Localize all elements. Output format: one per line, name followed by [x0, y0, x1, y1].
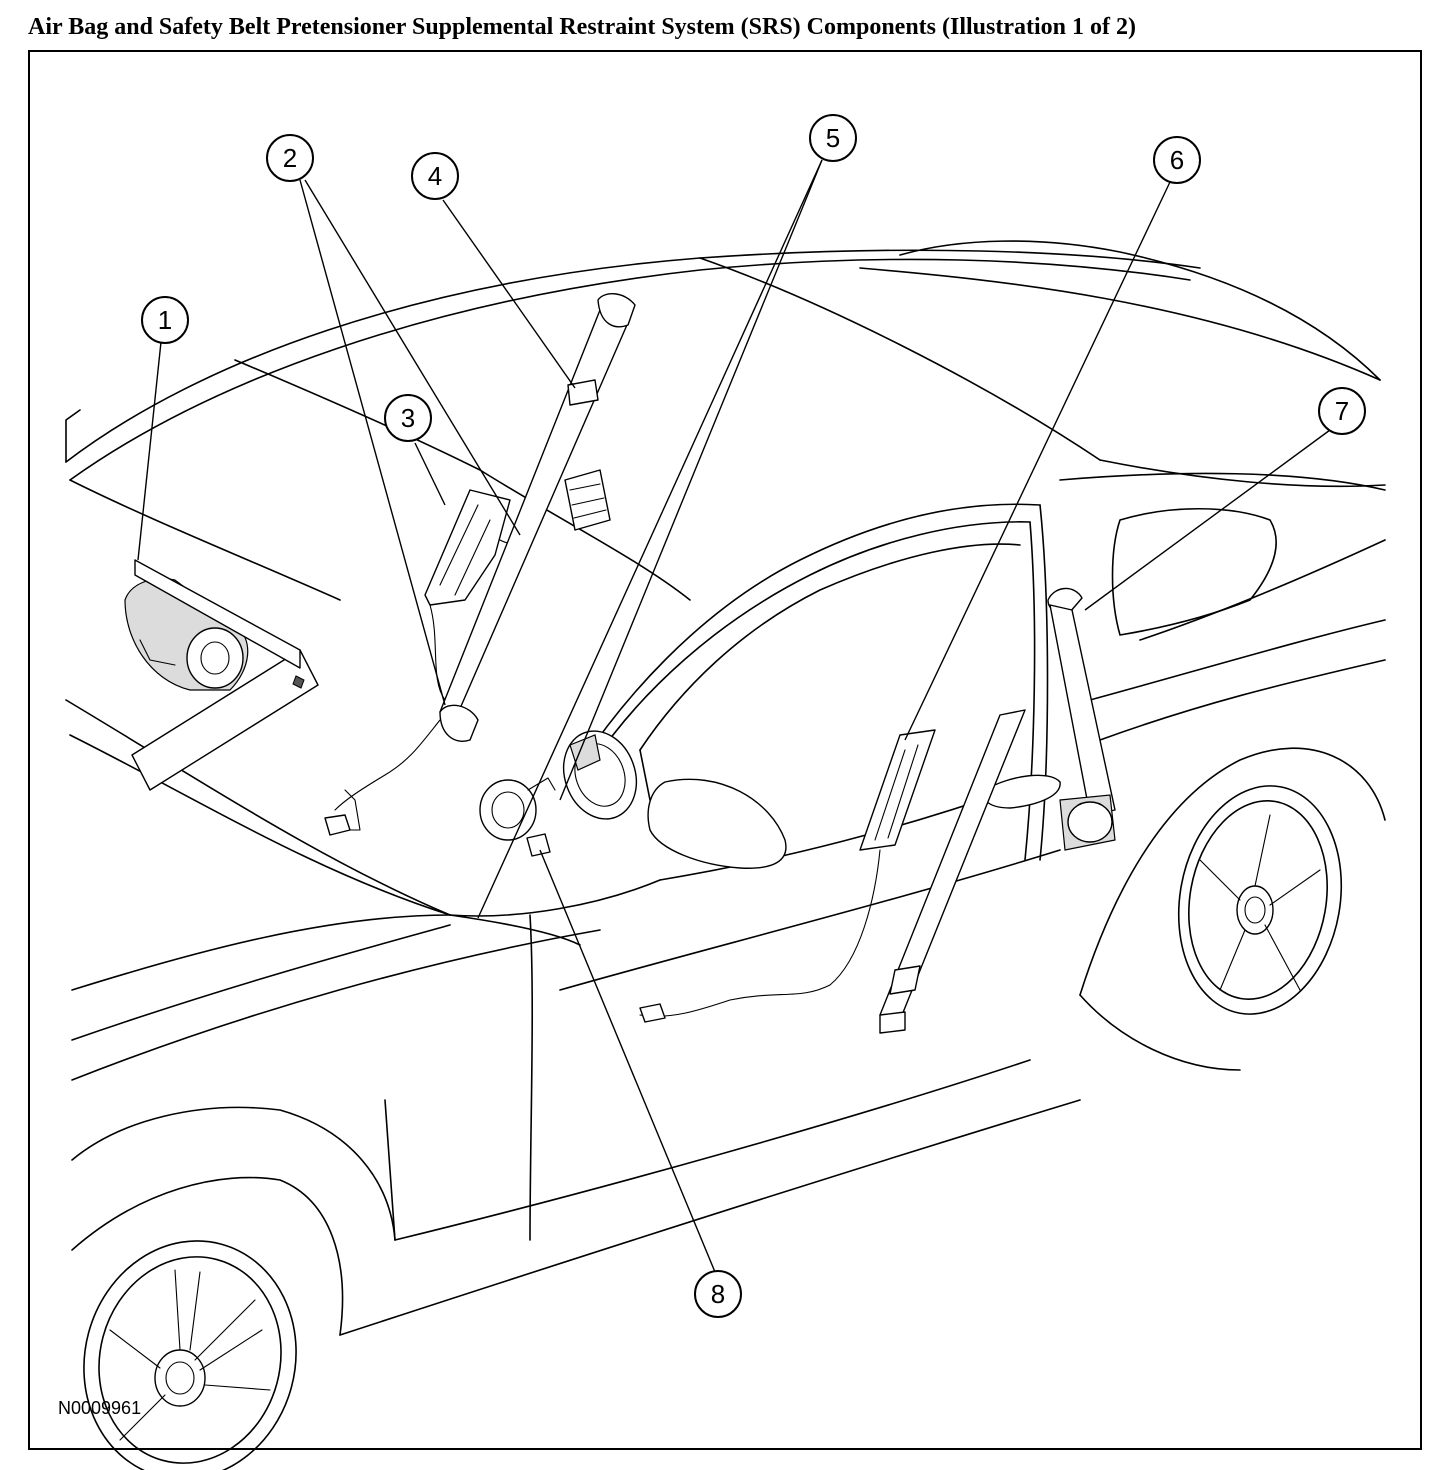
leader-lines: [137, 159, 1331, 1273]
callout-7: 7: [1318, 387, 1366, 435]
svg-text:7: 7: [1335, 396, 1349, 426]
callout-6: 6: [1153, 136, 1201, 184]
rear-wheel: [1177, 785, 1343, 1015]
driver-air-bag-module: [562, 730, 638, 820]
svg-text:3: 3: [401, 403, 415, 433]
callout-4: 4: [411, 152, 459, 200]
figure-id: N0009961: [58, 1398, 142, 1418]
side-curtain-component: [639, 729, 936, 1023]
svg-text:1: 1: [158, 305, 172, 335]
clockspring: [479, 777, 556, 857]
front-wheel: [83, 1240, 297, 1470]
callout-1: 1: [141, 296, 189, 344]
callout-8: 8: [694, 1270, 742, 1318]
callout-5: 5: [809, 114, 857, 162]
svg-text:8: 8: [711, 1279, 725, 1309]
svg-text:6: 6: [1170, 145, 1184, 175]
callout-3: 3: [384, 394, 432, 442]
passenger-seat-belt-assembly: [879, 587, 1116, 1034]
driver-seat-belt-assembly: [324, 293, 636, 836]
passenger-air-bag-module: [124, 559, 319, 791]
callout-2: 2: [266, 134, 314, 182]
svg-text:2: 2: [283, 143, 297, 173]
car-body-outline: [65, 240, 1386, 1336]
illustration-frame: [28, 50, 1422, 1450]
diagram-title: Air Bag and Safety Belt Pretensioner Sup…: [28, 14, 1136, 40]
svg-text:4: 4: [428, 161, 442, 191]
svg-text:5: 5: [826, 123, 840, 153]
